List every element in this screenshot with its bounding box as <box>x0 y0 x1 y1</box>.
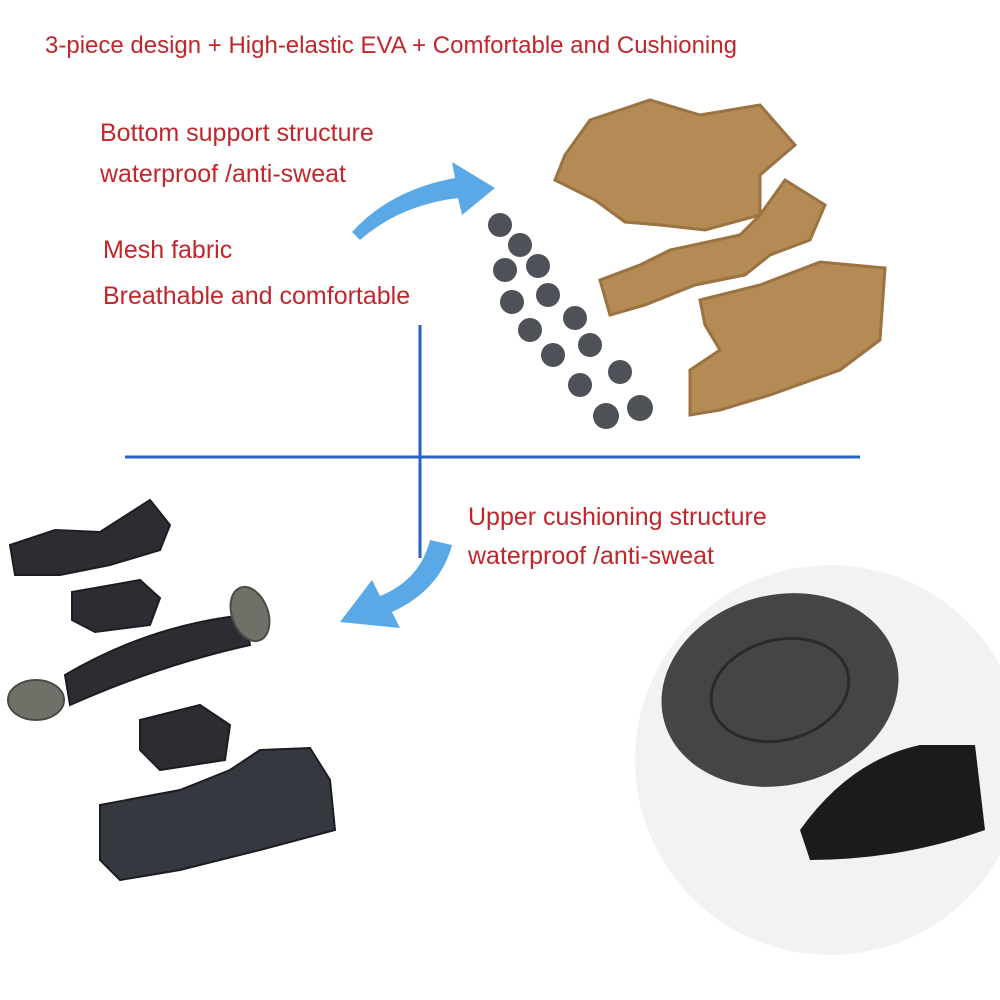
bottom-structure-heading: Bottom support structure <box>100 119 374 147</box>
bottom-structure-subtitle: waterproof /anti-sweat <box>100 160 346 188</box>
velcro-dots-image <box>488 213 653 429</box>
upper-structure-heading: Upper cushioning structure <box>468 503 767 531</box>
arrow-up-right-icon <box>352 162 495 240</box>
headline: 3-piece design + High-elastic EVA + Comf… <box>45 32 737 59</box>
upper-structure-subtitle: waterproof /anti-sweat <box>468 542 714 570</box>
arrow-down-left-icon <box>340 540 452 628</box>
mesh-fabric-heading: Mesh fabric <box>103 236 233 264</box>
mesh-fabric-subtitle: Breathable and comfortable <box>103 282 411 310</box>
black-pads-image <box>8 498 337 882</box>
tan-pads-image <box>553 98 887 417</box>
closeup-photo <box>635 565 1000 955</box>
gray-pads-image <box>7 585 271 721</box>
